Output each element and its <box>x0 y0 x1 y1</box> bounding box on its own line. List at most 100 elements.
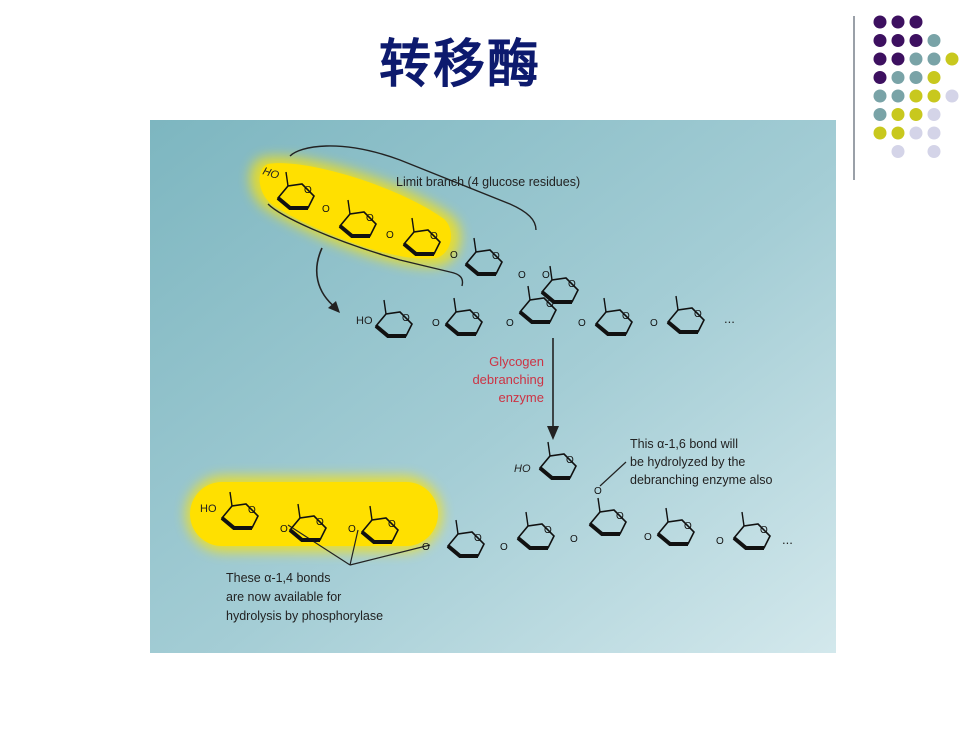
ho-label: HO <box>200 503 217 515</box>
limit-branch-bracket-bottom <box>267 203 464 287</box>
ring-oxygen-label: O <box>616 511 624 522</box>
bonds-note-pointers <box>287 524 431 566</box>
decorative-dot <box>909 52 923 66</box>
glucose-ring: O <box>464 237 503 276</box>
bond-note-pointer <box>599 461 627 487</box>
decorative-dot-grid <box>873 15 959 158</box>
ring-oxygen-label: O <box>544 525 552 536</box>
ho-label: HO <box>356 315 373 327</box>
glucose-ring: O <box>402 217 441 256</box>
decorative-dot <box>927 126 941 140</box>
decorative-dot <box>873 71 887 84</box>
bond-note-line-1: This α-1,6 bond will <box>630 437 738 451</box>
glucose-ring: O <box>540 265 579 304</box>
glycosidic-oxygen-label: O <box>450 250 458 261</box>
decorative-dot <box>927 52 941 66</box>
decorative-dot <box>891 52 905 66</box>
ring-oxygen-label: O <box>546 299 554 310</box>
decorative-dot <box>873 15 887 29</box>
decorative-dot <box>873 126 887 140</box>
decorative-dot <box>873 108 887 121</box>
ring-oxygen-label: O <box>430 231 438 242</box>
glycosidic-oxygen-label: O <box>570 534 578 545</box>
ring-oxygen-label: O <box>684 521 692 532</box>
ring-oxygen-label: O <box>472 311 480 322</box>
glycosidic-oxygen-label: O <box>348 524 356 535</box>
glycosidic-oxygen-label: O <box>716 536 724 547</box>
decorative-dot <box>927 108 941 121</box>
ring-oxygen-label: O <box>316 517 324 528</box>
decorative-dot <box>927 71 941 84</box>
glucose-ring: O <box>666 295 705 334</box>
glycosidic-oxygen-label: O <box>506 318 514 329</box>
decorative-dot <box>909 15 923 29</box>
decorative-dot <box>927 34 941 47</box>
reaction-arrowhead <box>547 426 559 440</box>
ring-oxygen-label: O <box>474 533 482 544</box>
glucose-ring: O <box>732 511 771 550</box>
enzyme-label-line-3: enzyme <box>498 390 544 405</box>
bonds-note-line-1: These α-1,4 bonds <box>226 571 331 585</box>
decorative-divider <box>853 16 855 180</box>
decorative-dot <box>909 126 923 140</box>
glucose-ring: O <box>518 285 557 324</box>
decorative-dot <box>891 71 905 84</box>
glycosidic-oxygen-label: O <box>578 318 586 329</box>
glucose-ring: O <box>220 491 259 530</box>
decorative-dot <box>891 145 905 158</box>
ring-oxygen-label: O <box>566 455 574 466</box>
glucose-ring: O <box>446 519 485 558</box>
figure-background <box>150 120 836 653</box>
enzyme-label-line-2: debranching <box>472 372 544 387</box>
glucose-ring: O <box>516 511 555 550</box>
decorative-dot <box>891 15 905 29</box>
ring-oxygen-label: O <box>568 279 576 290</box>
bonds-note-line-3: hydrolysis by phosphorylase <box>226 609 383 623</box>
glycosidic-oxygen-label: O <box>644 532 652 543</box>
glycosidic-oxygen-label: O <box>432 318 440 329</box>
decorative-dot <box>891 89 905 103</box>
decorative-dot <box>909 34 923 47</box>
ring-oxygen-label: O <box>492 251 500 262</box>
ring-oxygen-label: O <box>388 519 396 530</box>
ring-oxygen-label: O <box>622 311 630 322</box>
ring-oxygen-label: O <box>366 213 374 224</box>
enzyme-label-line-1: Glycogen <box>489 354 544 369</box>
ring-oxygen-label: O <box>760 525 768 536</box>
transfer-arrowhead <box>328 301 340 313</box>
decorative-dot <box>909 108 923 121</box>
chain-continuation: ... <box>724 311 735 326</box>
glycosidic-oxygen-label: O <box>386 230 394 241</box>
ring-oxygen-label: O <box>248 505 256 516</box>
ring-oxygen-label: O <box>694 309 702 320</box>
glucose-ring: O <box>588 497 627 536</box>
glucose-ring: O <box>538 441 577 480</box>
glycosidic-oxygen-label: O <box>322 204 330 215</box>
glucose-ring: O <box>594 297 633 336</box>
ho-label: HO <box>514 463 531 475</box>
limit-branch-bracket-top <box>289 145 537 231</box>
glycosidic-oxygen-label: O <box>518 270 526 281</box>
decorative-dot <box>891 108 905 121</box>
glucose-ring: O <box>444 297 483 336</box>
decorative-dot <box>873 34 887 47</box>
transfer-arrow <box>315 247 337 309</box>
decorative-dot <box>945 89 959 103</box>
glycosidic-oxygen-label: O <box>422 542 430 553</box>
bond-note-line-2: be hydrolyzed by the <box>630 455 745 469</box>
decorative-dot <box>909 89 923 103</box>
ring-oxygen-label: O <box>402 313 410 324</box>
decorative-dot <box>927 145 941 158</box>
decorative-dot <box>909 71 923 84</box>
glycosidic-oxygen-label: O <box>542 270 550 281</box>
slide-title: 转移酶 <box>378 34 541 95</box>
decorative-dot <box>873 52 887 66</box>
glucose-ring: O <box>276 171 315 210</box>
bond-note-line-3: debranching enzyme also <box>630 473 772 487</box>
decorative-dot <box>891 34 905 47</box>
ring-oxygen-label: O <box>304 185 312 196</box>
glucose-ring: O <box>374 299 413 338</box>
glycosidic-oxygen-label: O <box>280 524 288 535</box>
glucose-ring: O <box>338 199 377 238</box>
